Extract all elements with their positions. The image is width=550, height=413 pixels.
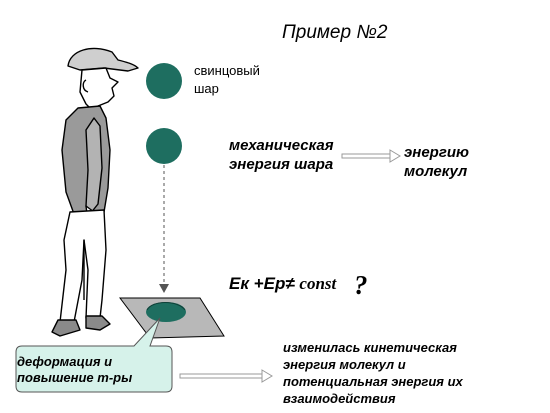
person-cap: [67, 47, 139, 72]
changed-energy-line: изменилась кинетическая: [283, 340, 457, 355]
formula-rhs: const: [299, 274, 337, 293]
person-pants: [59, 209, 107, 323]
mechanical-energy-label: механическая энергия шара: [229, 136, 334, 174]
mechanical-energy-line: механическая: [229, 137, 334, 154]
deformation-line: деформация и: [17, 354, 113, 369]
deformation-bubble-text: деформация и повышение т-ры: [17, 354, 167, 386]
arrow-deformation-to-change: [179, 369, 273, 383]
lead-ball-label: свинцовый шар: [194, 62, 260, 98]
lead-ball-top: [146, 63, 182, 99]
energy-formula: Ек +Ер≠ const: [229, 274, 336, 294]
molecule-energy-line: энергию: [404, 144, 469, 161]
page-title: Пример №2: [282, 22, 388, 43]
molecule-energy-label: энергию молекул: [404, 143, 469, 181]
person-figure: [51, 47, 139, 337]
changed-energy-text: изменилась кинетическая энергия молекул …: [283, 339, 463, 407]
deformation-line: повышение т-ры: [17, 370, 133, 385]
changed-energy-line: взаимодействия: [283, 391, 396, 406]
lead-ball-label-line: шар: [194, 81, 219, 96]
changed-energy-line: потенциальная энергия их: [283, 374, 463, 389]
person-shoe-right: [85, 315, 111, 331]
question-mark: ?: [354, 270, 368, 300]
deformation-bubble-shape: [15, 317, 173, 393]
person-shoe-left: [51, 319, 81, 337]
lead-ball-label-line: свинцовый: [194, 63, 260, 78]
person-head: [79, 67, 119, 111]
lead-ball-falling: [146, 128, 182, 164]
mechanical-energy-line: энергия шара: [229, 156, 334, 173]
changed-energy-line: энергия молекул и: [283, 357, 406, 372]
fall-arrow-head: [159, 284, 169, 293]
molecule-energy-line: молекул: [404, 163, 468, 180]
formula-lhs: Ек +Ер: [229, 274, 286, 293]
formula-neq-sign: ≠: [285, 274, 295, 293]
arrow-energy-to-molecules: [341, 149, 401, 163]
